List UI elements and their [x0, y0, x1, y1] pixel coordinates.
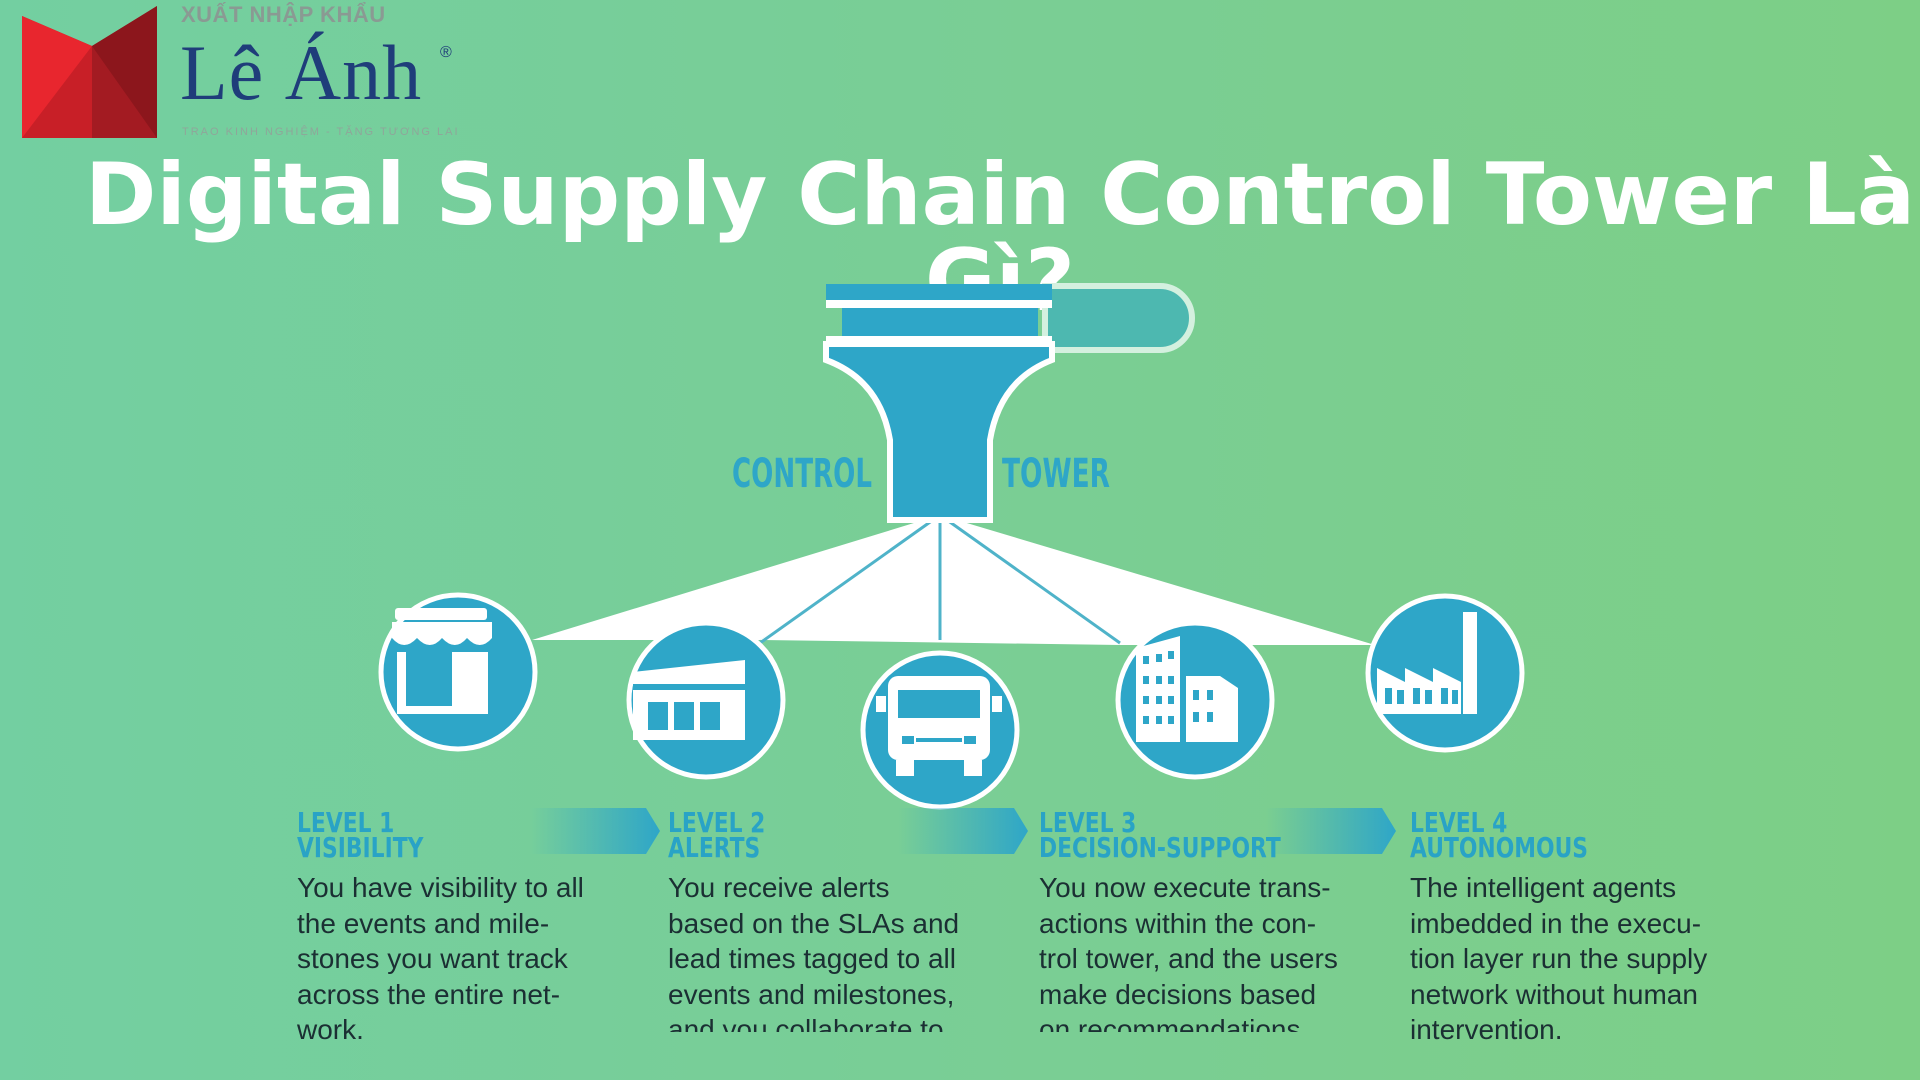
level-1-block: LEVEL 1 VISIBILITY You have visibility t… [297, 806, 597, 1048]
truck-icon [860, 650, 1020, 810]
brand-registered-mark: ® [440, 44, 452, 61]
warehouse-icon [626, 620, 786, 780]
tower-label-right: TOWER [1002, 451, 1110, 497]
level-3-name: DECISION-SUPPORT [1039, 831, 1281, 864]
level-3-number: LEVEL 3 [1039, 806, 1137, 839]
brand-name: Lê Ánh [180, 29, 423, 116]
level-2-description: You receive alerts based on the SLAs and… [668, 872, 960, 1032]
level-4-description: The intelligent agents imbedded in the e… [1410, 872, 1708, 1045]
progress-arrow-2 [898, 808, 1028, 854]
level-1-description: You have visibility to all the events an… [297, 872, 584, 1045]
office-building-icon [1115, 620, 1275, 780]
level-4-block: LEVEL 4 AUTONOMOUS The intelligent agent… [1410, 806, 1710, 1048]
progress-arrow-1 [530, 808, 660, 854]
brand-logo-icon [22, 6, 157, 138]
progress-arrow-3 [1266, 808, 1396, 854]
level-3-block: LEVEL 3 DECISION-SUPPORT You now execute… [1039, 806, 1339, 1033]
tower-label-left: CONTROL [732, 451, 872, 497]
brand-tagline: TRAO KINH NGHIỆM - TẶNG TƯƠNG LAI [182, 126, 460, 138]
level-2-number: LEVEL 2 [668, 806, 766, 839]
level-2-name: ALERTS [668, 831, 761, 864]
level-1-number: LEVEL 1 [297, 806, 395, 839]
tower-icon [823, 283, 1195, 523]
level-4-name: AUTONOMOUS [1410, 831, 1589, 864]
store-icon [378, 592, 538, 752]
level-1-name: VISIBILITY [297, 831, 424, 864]
page-title: Digital Supply Chain Control Tower Là Gì… [85, 145, 1915, 331]
factory-icon [1365, 593, 1525, 753]
brand-top-line: XUẤT NHẬP KHẨU [181, 2, 386, 27]
level-3-description: You now execute trans-actions within the… [1039, 872, 1338, 1032]
level-2-block: LEVEL 2 ALERTS You receive alerts based … [668, 806, 968, 1033]
connection-fan [532, 513, 1375, 645]
level-4-number: LEVEL 4 [1410, 806, 1508, 839]
